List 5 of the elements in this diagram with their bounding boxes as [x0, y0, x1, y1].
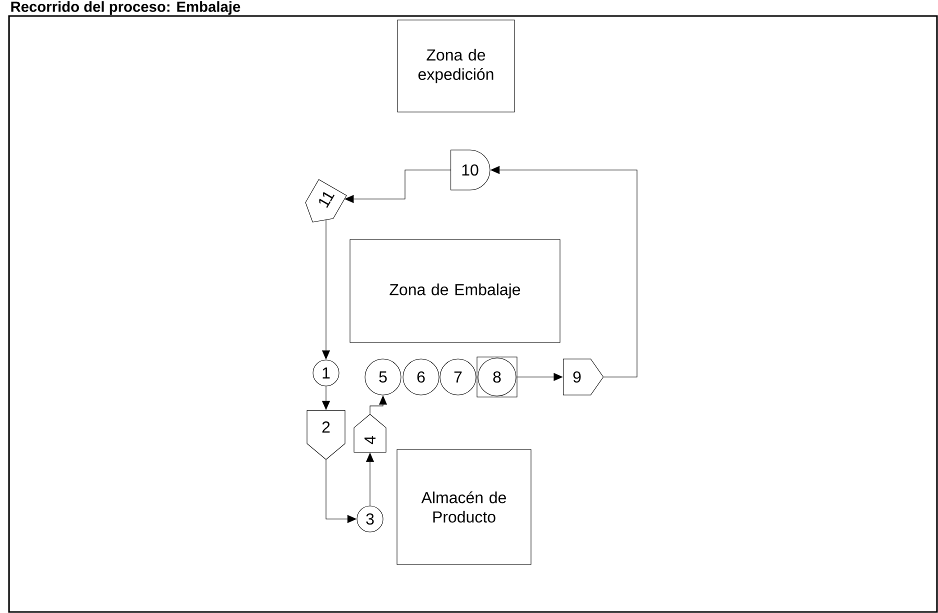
inspection-square: 8 [476, 356, 518, 398]
title: Recorrido del proceso: Embalaje [11, 1, 240, 15]
zone-box: Zona de expedición [397, 20, 515, 112]
zone-box: Zona de Embalaje [350, 239, 560, 343]
zone-box: Almacén de Producto [396, 449, 532, 565]
